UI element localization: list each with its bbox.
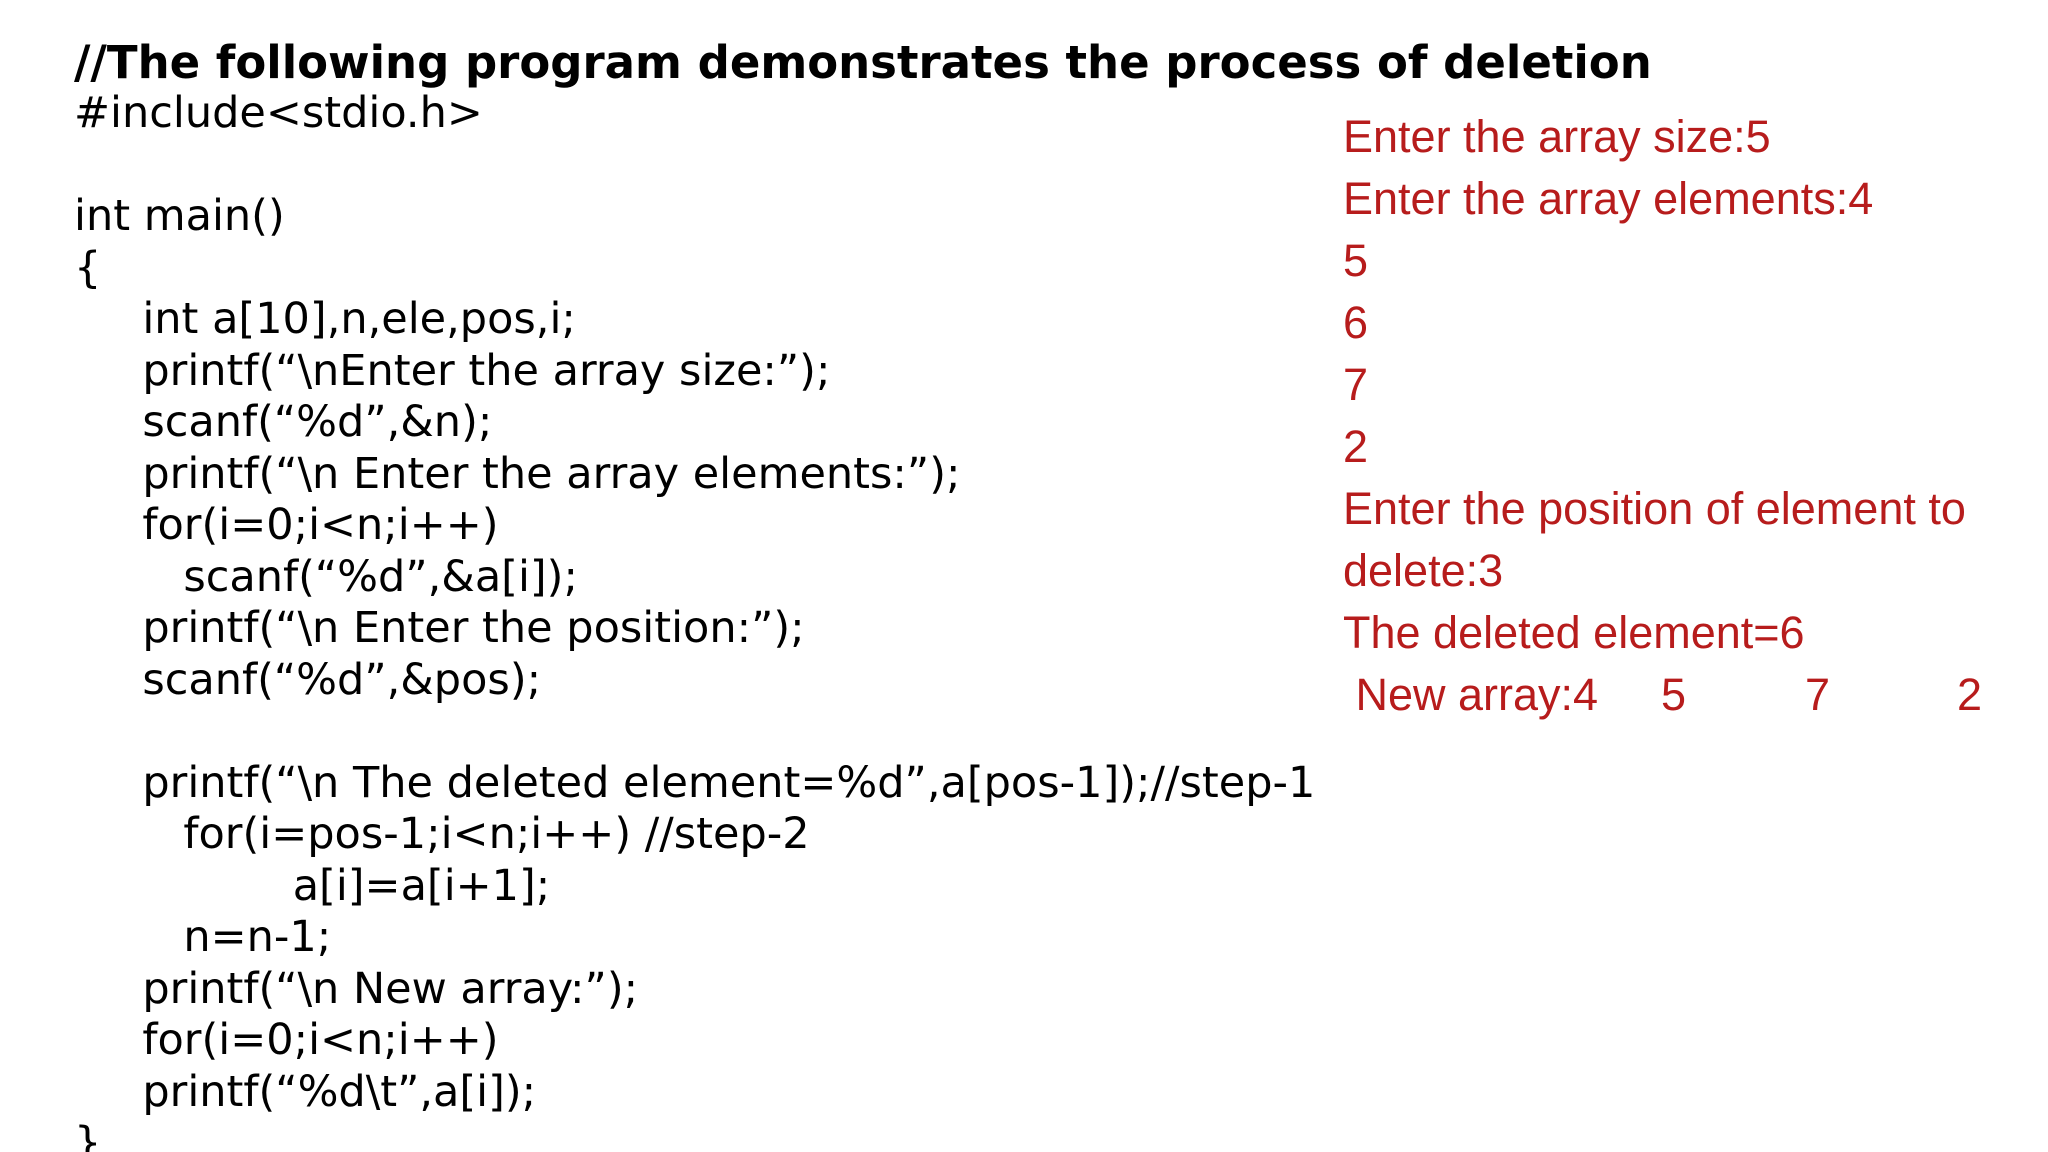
code-line: printf(“\nEnter the array size:”);: [74, 345, 831, 396]
new-array-label: New array:4: [1343, 669, 1599, 720]
output-line: The deleted element=6: [1343, 607, 1805, 658]
code-line: [74, 140, 1315, 192]
code-line: #include<stdio.h>: [74, 88, 483, 138]
code-line: printf(“\n New array:”);: [74, 963, 639, 1014]
code-line: scanf(“%d”,&pos);: [74, 654, 542, 705]
new-array-value: 5: [1661, 669, 1687, 720]
code-line: }: [74, 1118, 102, 1152]
code-line: [74, 706, 1315, 758]
output-line: 6: [1343, 297, 1369, 348]
output-line: delete:3: [1343, 545, 1504, 596]
code-line: a[i]=a[i+1];: [74, 860, 551, 911]
output-line: 7: [1343, 359, 1369, 410]
code-line: printf(“%d\t”,a[i]);: [74, 1066, 537, 1117]
code-line: int main(): [74, 191, 285, 241]
code-line: for(i=0;i<n;i++): [74, 500, 499, 550]
output-line: Enter the array size:5: [1343, 111, 1771, 162]
code-line: {: [74, 242, 102, 293]
code-line: n=n-1;: [74, 912, 332, 962]
code-listing: #include<stdio.h> int main() { int a[10]…: [74, 88, 1315, 1152]
code-line: printf(“\n Enter the position:”);: [74, 603, 805, 653]
code-line: for(i=0;i<n;i++): [74, 1015, 499, 1065]
code-line: int a[10],n,ele,pos,i;: [74, 294, 576, 344]
output-line: Enter the array elements:4: [1343, 173, 1874, 224]
code-line: scanf(“%d”,&a[i]);: [74, 551, 578, 602]
code-line: printf(“\n Enter the array elements:”);: [74, 448, 961, 499]
new-array-value: 2: [1957, 669, 1983, 720]
new-array-output: New array:4 5 7 2: [1343, 664, 2023, 726]
output-line: 5: [1343, 235, 1369, 286]
code-line: printf(“\n The deleted element=%d”,a[pos…: [74, 757, 1316, 808]
output-line: 2: [1343, 421, 1369, 472]
slide-title: //The following program demonstrates the…: [74, 36, 1652, 89]
program-output: Enter the array size:5 Enter the array e…: [1343, 106, 2023, 726]
new-array-value: 7: [1805, 669, 1831, 720]
code-line: for(i=pos-1;i<n;i++) //step-2: [74, 809, 810, 859]
output-line: Enter the position of element to: [1343, 483, 1966, 534]
code-line: scanf(“%d”,&n);: [74, 397, 493, 447]
